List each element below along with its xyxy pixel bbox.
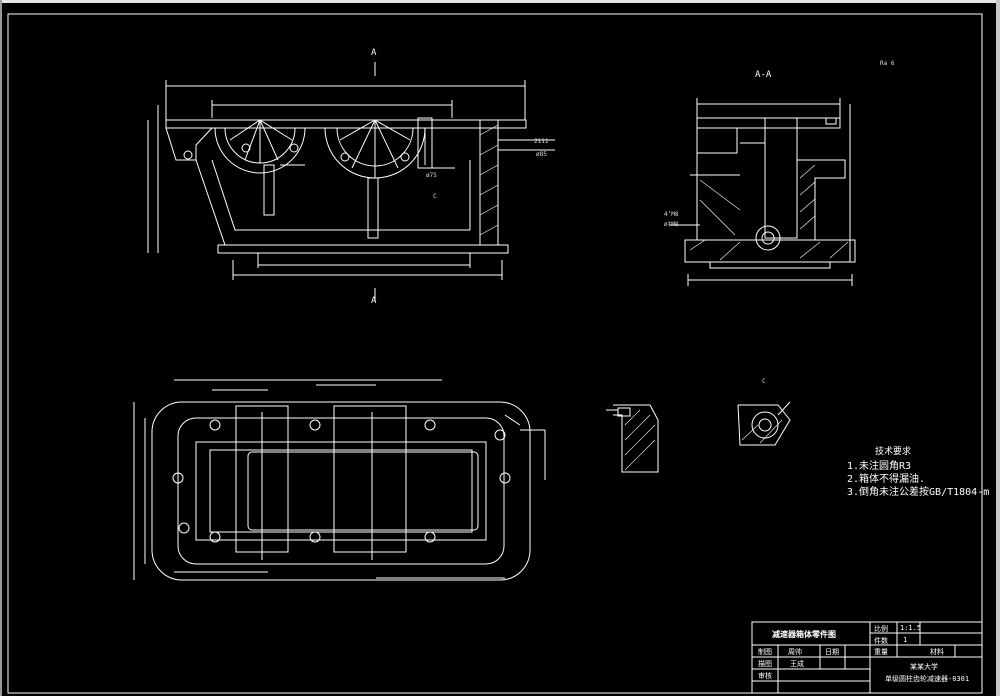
dim-4m8-depth: ø‡M8 [664, 221, 679, 228]
school-name: 某某大学 [910, 663, 938, 671]
section-mark-a-top: A [371, 48, 377, 58]
hatch-section [689, 164, 849, 261]
material-label: 材料 [930, 648, 944, 656]
detail-c-mark: C [762, 378, 766, 385]
scale-value: 1:1.5 [900, 624, 922, 632]
title-block [751, 621, 983, 694]
window-scrollbar[interactable] [996, 0, 1000, 696]
top-view [133, 379, 546, 581]
note-3: 3.倒角未注公差按GB/T1804-m [847, 487, 990, 498]
roughness-mark: Ra 6 [880, 60, 895, 67]
drawn-name: 周帅 [788, 648, 802, 656]
qty-label: 件数 [874, 637, 888, 645]
note-2: 2.箱体不得漏油. [847, 474, 926, 485]
notes-title: 技术要求 [875, 447, 912, 457]
dim-phi75: ø75 [426, 172, 437, 179]
section-view [670, 98, 856, 286]
window-top-edge [0, 0, 1000, 3]
design-label: 描图 [758, 660, 772, 668]
drawn-label: 制图 [758, 648, 772, 656]
hatch-front [479, 124, 499, 236]
scale-label: 比例 [874, 625, 888, 633]
date-label: 日期 [825, 648, 839, 656]
weight-label: 重量 [874, 648, 888, 656]
drawing-name: 减速器箱体零件图 [772, 630, 836, 639]
dim-phi85: ø85 [536, 151, 547, 158]
window-left-edge [0, 0, 2, 696]
front-view [147, 62, 555, 302]
detail-c-top-mark: C [433, 193, 437, 200]
check-label: 审核 [758, 672, 772, 680]
hatch-details [624, 409, 783, 471]
drawing-code: 单级圆柱齿轮减速器-0301 [885, 675, 970, 683]
dim-4m8: 4ʼM8 [664, 211, 679, 218]
dim-2111: 2111 [534, 138, 549, 145]
note-1: 1.未注圆角R3 [847, 461, 912, 472]
section-title: A-A [755, 70, 772, 80]
section-mark-a-bottom: A [371, 296, 377, 306]
design-name: 王成 [790, 660, 804, 668]
sheet-border [7, 13, 983, 694]
qty-value: 1 [903, 636, 908, 644]
